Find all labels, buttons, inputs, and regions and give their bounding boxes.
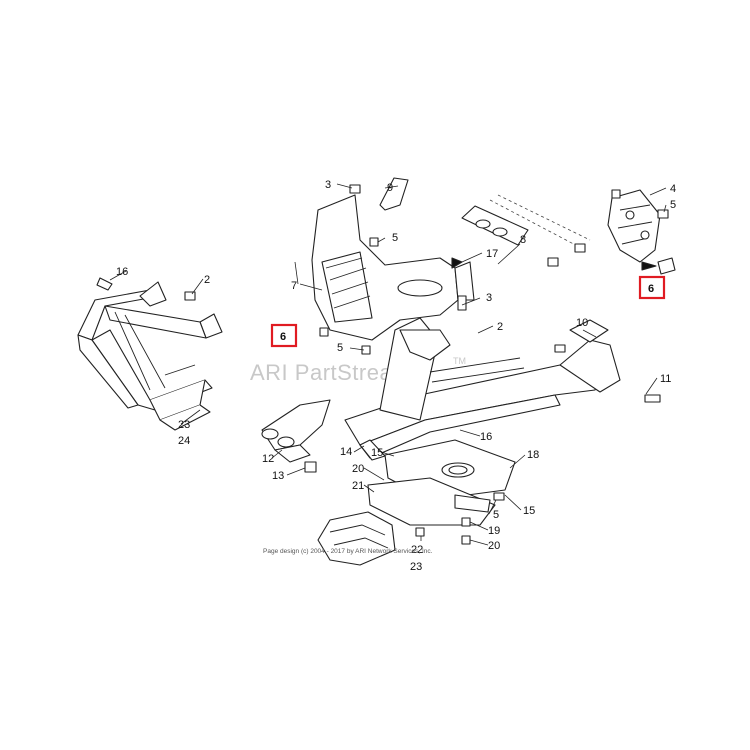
highlighted-callout-6-left[interactable]: 6	[270, 323, 298, 348]
callout-5[interactable]: 5	[493, 509, 499, 521]
callout-5[interactable]: 5	[392, 232, 398, 244]
callout-16[interactable]: 16	[116, 266, 128, 278]
callout-3[interactable]: 3	[325, 179, 331, 191]
front-bumper	[77, 277, 223, 431]
callout-2[interactable]: 2	[204, 274, 210, 286]
callout-10[interactable]: 10	[576, 317, 588, 329]
skid-plate	[367, 439, 516, 545]
watermark: ARI PartStream TM	[250, 356, 466, 385]
callout-14[interactable]: 14	[340, 446, 352, 458]
callout-11[interactable]: 11	[660, 373, 671, 385]
front-cowl	[311, 177, 475, 355]
callout-17[interactable]: 17	[486, 248, 498, 260]
callout-16[interactable]: 16	[480, 431, 492, 443]
callout-23[interactable]: 23	[178, 419, 190, 431]
callout-23[interactable]: 23	[410, 561, 422, 573]
highlighted-callout-label: 6	[648, 283, 654, 295]
callout-20[interactable]: 20	[488, 540, 500, 552]
callout-8[interactable]: 8	[520, 234, 526, 246]
tow-bracket	[261, 399, 331, 473]
callout-5[interactable]: 5	[337, 342, 343, 354]
callout-4[interactable]: 4	[670, 183, 676, 195]
callout-2[interactable]: 2	[497, 321, 503, 333]
callout-24[interactable]: 24	[178, 435, 190, 447]
callout-18[interactable]: 18	[527, 449, 539, 461]
copyright-text: Page design (c) 2004 - 2017 by ARI Netwo…	[263, 548, 433, 555]
lower-guard	[317, 511, 396, 566]
callout-15[interactable]: 15	[371, 447, 383, 459]
callout-22[interactable]: 22	[411, 544, 423, 556]
latch-bracket	[607, 189, 676, 275]
callout-9[interactable]: 9	[387, 182, 393, 194]
callout-15[interactable]: 15	[523, 505, 535, 517]
callout-5[interactable]: 5	[670, 199, 676, 211]
callout-13[interactable]: 13	[272, 470, 284, 482]
leader-lines	[109, 183, 667, 546]
callout-3[interactable]: 3	[486, 292, 492, 304]
callout-21[interactable]: 21	[352, 480, 364, 492]
highlighted-callouts: 6 6	[270, 275, 666, 348]
upper-panel	[461, 194, 591, 267]
highlighted-callout-6-right[interactable]: 6	[638, 275, 666, 300]
callout-labels: 3 9 4 5 5 8 16 2 7 17 3 2 5 10 11 23 24 …	[116, 179, 676, 573]
watermark-text: ARI PartStream	[250, 360, 411, 385]
callout-7[interactable]: 7	[291, 280, 297, 292]
watermark-trademark: TM	[453, 356, 466, 366]
callout-12[interactable]: 12	[262, 453, 274, 465]
highlighted-callout-label: 6	[280, 331, 286, 343]
callout-20[interactable]: 20	[352, 463, 364, 475]
callout-19[interactable]: 19	[488, 525, 500, 537]
main-frame	[344, 317, 661, 461]
